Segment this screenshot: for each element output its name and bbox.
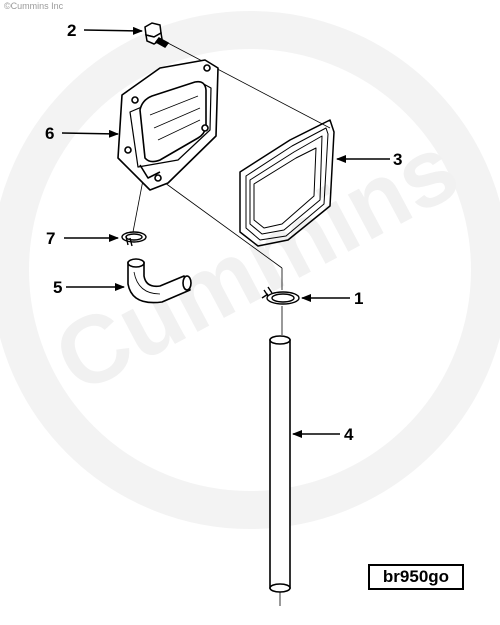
clamp-part-1	[261, 286, 300, 305]
gasket-part	[239, 119, 335, 247]
breather-cover-part	[117, 59, 219, 191]
callout-labels: 2 6 3 7 5 1 4	[45, 21, 402, 444]
callout-label-7: 7	[46, 229, 55, 248]
callout-label-5: 5	[53, 278, 62, 297]
watermark: Cummins	[0, 11, 500, 529]
bolt-part	[144, 22, 170, 48]
clamp-part-7	[121, 231, 147, 247]
leader-lines	[132, 41, 331, 606]
callout-label-1: 1	[354, 289, 363, 308]
callout-arrows	[61, 26, 390, 438]
copyright-notice: ©Cummins Inc	[4, 1, 64, 11]
tube-part	[269, 335, 291, 593]
watermark-text: Cummins	[38, 114, 474, 414]
callout-label-3: 3	[393, 150, 402, 169]
hose-part	[127, 258, 192, 304]
callout-label-6: 6	[45, 124, 54, 143]
callout-arrow-6	[61, 129, 119, 138]
callout-label-4: 4	[344, 425, 354, 444]
callout-arrow-2	[83, 26, 143, 35]
drawing-code-label: br950go	[368, 564, 464, 590]
callout-label-2: 2	[67, 21, 76, 40]
